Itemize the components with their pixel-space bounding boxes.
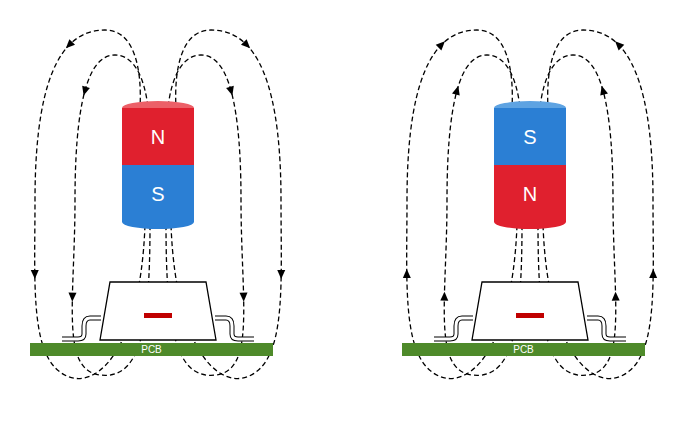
- magnet-pole: N: [122, 108, 194, 165]
- field-arrow: [31, 270, 39, 279]
- pole-label: S: [151, 184, 164, 204]
- magnet-pole: S: [494, 108, 566, 165]
- ic-lead: [215, 318, 254, 339]
- field-arrow: [612, 292, 620, 301]
- field-arrow: [440, 292, 448, 301]
- field-arrow: [80, 86, 90, 97]
- ic-body: [100, 282, 216, 340]
- field-arrow: [452, 85, 462, 96]
- field-arrow: [436, 38, 448, 50]
- pole-label: N: [151, 127, 165, 147]
- pole-label: N: [523, 184, 537, 204]
- magnet-pole: N: [494, 165, 566, 222]
- hall-element: [516, 313, 544, 318]
- field-arrow: [649, 269, 657, 278]
- field-arrow: [226, 86, 236, 97]
- board-label: PCB: [141, 345, 162, 355]
- right-diagram: [403, 30, 658, 379]
- ic-lead: [434, 318, 473, 339]
- pole-label: S: [523, 127, 536, 147]
- pcb-board: PCB: [30, 343, 273, 356]
- field-arrow: [63, 39, 75, 51]
- hall-element: [144, 313, 172, 318]
- magnet-pole: S: [122, 165, 194, 222]
- left-diagram: [31, 30, 286, 379]
- ic-lead: [215, 318, 254, 339]
- field-arrow: [240, 293, 248, 302]
- ic-lead: [62, 318, 101, 339]
- ic-lead: [587, 318, 626, 339]
- board-label: PCB: [513, 345, 534, 355]
- field-arrow: [403, 269, 411, 278]
- field-arrow: [598, 85, 608, 96]
- ic-lead: [434, 318, 473, 339]
- ic-body: [472, 282, 588, 340]
- ic-lead: [62, 318, 101, 339]
- pcb-board: PCB: [402, 343, 645, 356]
- field-arrow: [612, 38, 624, 50]
- field-arrow: [277, 270, 285, 279]
- ic-lead: [587, 318, 626, 339]
- field-arrow: [241, 39, 253, 51]
- field-arrow: [68, 293, 76, 302]
